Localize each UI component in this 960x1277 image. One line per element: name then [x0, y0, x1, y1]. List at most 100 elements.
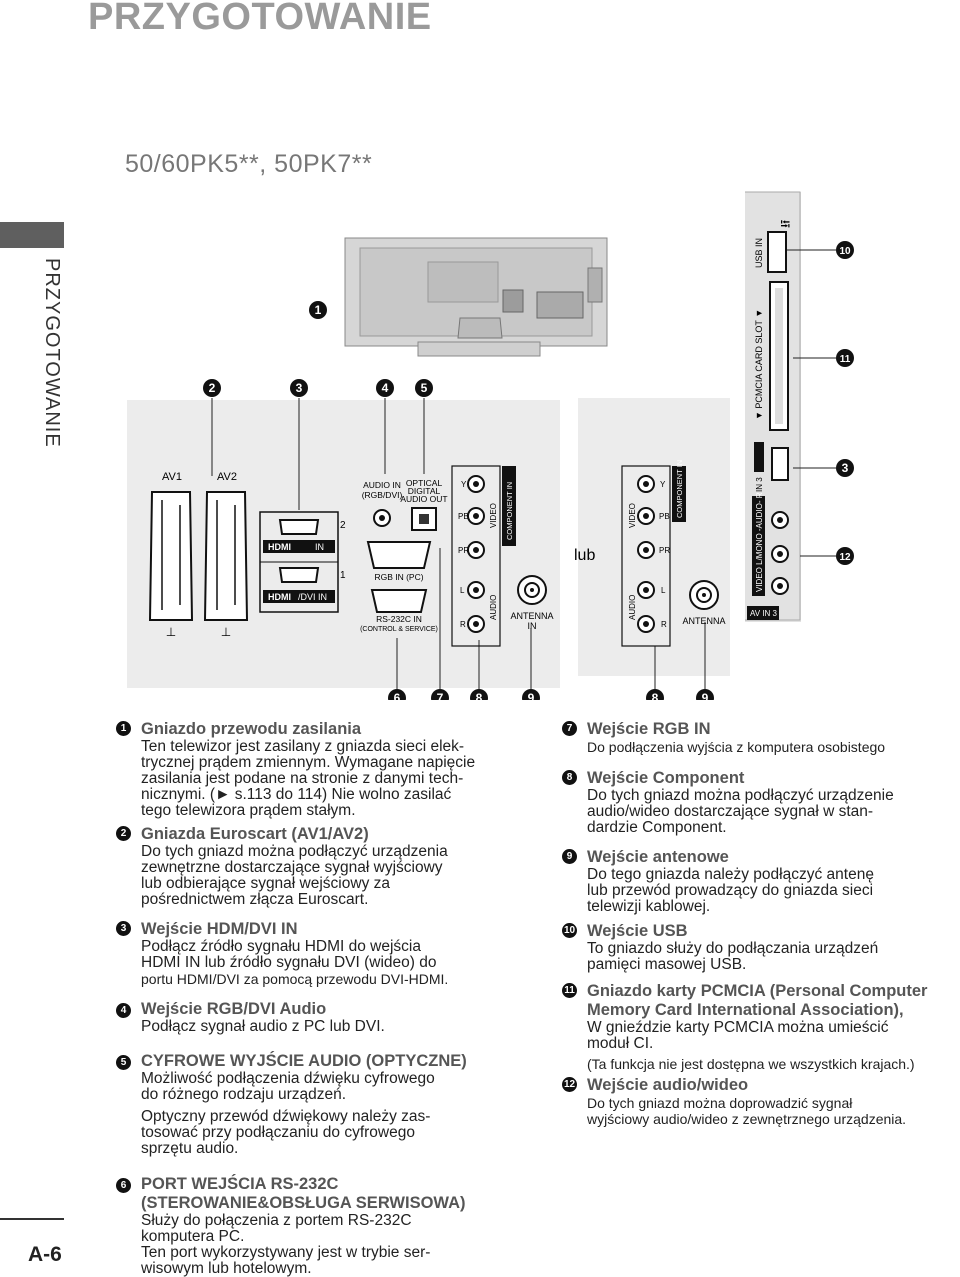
item-4: 4 Wejście RGB/DVI Audio Podłącz sygnał a…	[116, 1000, 526, 1035]
item-3-line: Podłącz źródło sygnału HDMI do wejścia	[141, 938, 421, 955]
callout-5	[415, 379, 433, 397]
item-5: 5 CYFROWE WYJŚCIE AUDIO (OPTYCZNE) Możli…	[116, 1052, 526, 1157]
item-2-title: Gniazda Euroscart (AV1/AV2)	[141, 825, 369, 843]
page-number: A-6	[28, 1243, 62, 1266]
item-5-line: do różnego rodzaju urządzeń.	[141, 1086, 347, 1103]
svg-text:RGB IN (PC): RGB IN (PC)	[374, 572, 423, 582]
svg-text:8: 8	[476, 691, 483, 700]
item-7-line: Do podłączenia wyjścia z komputera osobi…	[587, 739, 886, 755]
pc-connectors: AUDIO IN (RGB/DVI) OPTICAL DIGITAL AUDIO…	[360, 478, 448, 633]
item-1-line: nicznymi. (► s.113 do 114) Nie wolno zas…	[141, 786, 452, 803]
svg-text:VIDEO: VIDEO	[489, 503, 498, 528]
item-11-line: W gnieździe karty PCMCIA można umieścić	[587, 1019, 889, 1036]
callout-4	[376, 379, 394, 397]
item-10: 10 Wejście USB To gniazdo służy do podłą…	[562, 922, 960, 973]
callout-12	[836, 547, 854, 565]
svg-text:8: 8	[652, 691, 659, 700]
item-2-number: 2	[116, 826, 131, 841]
item-5-title: CYFROWE WYJŚCIE AUDIO (OPTYCZNE)	[141, 1052, 467, 1070]
scart-connectors: AV1 AV2 ⊥ ⊥	[148, 471, 249, 639]
item-6-line: Służy do połączenia z portem RS-232C	[141, 1212, 412, 1229]
side-tab-block	[0, 222, 64, 248]
item-11: 11 Gniazdo karty PCMCIA (Personal Comput…	[562, 982, 960, 1072]
item-4-number: 4	[116, 1003, 131, 1018]
callout-9	[522, 689, 540, 700]
svg-text:10: 10	[839, 246, 851, 257]
svg-text:R: R	[460, 620, 466, 629]
svg-text:9: 9	[528, 691, 535, 700]
svg-text:USB IN: USB IN	[754, 238, 764, 268]
svg-text:AUDIO IN: AUDIO IN	[363, 480, 401, 490]
connection-diagram: 1 2 3 4 5 6 7 8 9 10 11 3 12 8 9 AV1 AV2…	[127, 191, 854, 700]
callout-8	[470, 689, 488, 700]
svg-text:Y: Y	[461, 480, 467, 489]
svg-text:HDMI: HDMI	[268, 542, 291, 552]
svg-text:DIGITAL: DIGITAL	[408, 486, 441, 496]
callout-7	[431, 689, 449, 700]
item-3-line: HDMI IN lub źródło sygnału DVI (wideo) d…	[141, 954, 437, 971]
item-8-line: dardzie Component.	[587, 819, 727, 836]
item-1-number: 1	[116, 721, 131, 736]
item-3-title: Wejście HDM/DVI IN	[141, 920, 298, 938]
item-7-title: Wejście RGB IN	[587, 720, 711, 738]
svg-text:R: R	[661, 620, 667, 629]
item-12-line: Do tych gniazd można doprowadzić sygnał	[587, 1095, 853, 1111]
item-6-number: 6	[116, 1178, 131, 1193]
item-8-title: Wejście Component	[587, 769, 745, 787]
item-4-line: Podłącz sygnał audio z PC lub DVI.	[141, 1018, 385, 1035]
side-section-label: PRZYGOTOWANIE	[41, 258, 63, 448]
svg-text:PR: PR	[458, 546, 469, 555]
svg-text:COMPONENT IN: COMPONENT IN	[675, 460, 684, 518]
callout-2	[203, 379, 221, 397]
item-1-line: trycznej prądem zmiennym. Wymagane napię…	[141, 754, 476, 771]
component-block-alt: VIDEO AUDIO Y PB PR L R COMPONENT IN ANT…	[621, 460, 726, 647]
model-heading: 50/60PK5**, 50PK7**	[125, 150, 373, 178]
item-10-number: 10	[562, 923, 577, 938]
item-10-title: Wejście USB	[587, 922, 688, 940]
svg-text:HDMI: HDMI	[268, 592, 291, 602]
item-1-title: Gniazdo przewodu zasilania	[141, 720, 362, 738]
svg-text:⊥: ⊥	[166, 625, 176, 639]
svg-text:▼ PCMCIA CARD SLOT ▼: ▼ PCMCIA CARD SLOT ▼	[754, 309, 764, 420]
item-10-line: To gniazdo służy do podłączania urządzeń	[587, 940, 879, 957]
svg-text:L: L	[460, 586, 465, 595]
item-2: 2 Gniazda Euroscart (AV1/AV2) Do tych gn…	[116, 825, 526, 908]
item-3-line: portu HDMI/DVI za pomocą przewodu DVI-HD…	[141, 971, 449, 987]
item-12-number: 12	[562, 1077, 577, 1092]
item-11-title-2: Memory Card International Association),	[587, 1001, 904, 1019]
svg-text:AV1: AV1	[162, 471, 182, 483]
callout-10	[836, 241, 854, 259]
svg-text:3: 3	[296, 381, 303, 395]
svg-text:4: 4	[382, 381, 389, 395]
svg-text:ANTENNA: ANTENNA	[682, 616, 725, 626]
svg-text:ANTENNA: ANTENNA	[510, 611, 553, 621]
footer-rule	[0, 1218, 64, 1220]
item-11-title: Gniazdo karty PCMCIA (Personal Computer	[587, 982, 928, 1000]
svg-text:(CONTROL & SERVICE): (CONTROL & SERVICE)	[360, 626, 438, 633]
item-5-number: 5	[116, 1055, 131, 1070]
item-8-number: 8	[562, 770, 577, 785]
svg-text:1: 1	[340, 570, 346, 581]
svg-text:IN: IN	[528, 621, 537, 631]
item-5-line: Optyczny przewód dźwiękowy należy zas-	[141, 1108, 431, 1125]
svg-text:AUDIO: AUDIO	[628, 595, 637, 620]
item-1-line: tego telewizora prądem stałym.	[141, 802, 356, 819]
svg-text:AV2: AV2	[217, 471, 237, 483]
svg-text:IN: IN	[315, 542, 324, 552]
svg-text:/DVI IN: /DVI IN	[298, 592, 327, 602]
callout-3b	[836, 459, 854, 477]
svg-text:9: 9	[702, 691, 709, 700]
svg-text:5: 5	[421, 381, 428, 395]
item-9-title: Wejście antenowe	[587, 848, 729, 866]
svg-text:RS-232C IN: RS-232C IN	[376, 614, 422, 624]
item-2-line: lub odbierające sygnał wejściowy za	[141, 875, 390, 892]
svg-text:PB: PB	[458, 512, 469, 521]
item-1: 1 Gniazdo przewodu zasilania Ten telewiz…	[116, 720, 526, 819]
item-6-title-2: (STEROWANIE&OBSŁUGA SERWISOWA)	[141, 1194, 466, 1212]
callout-11	[836, 349, 854, 367]
item-3-number: 3	[116, 921, 131, 936]
item-11-line: moduł CI.	[587, 1035, 654, 1052]
item-5-line: Możliwość podłączenia dźwięku cyfrowego	[141, 1070, 435, 1087]
item-6-title: PORT WEJŚCIA RS-232C	[141, 1175, 339, 1193]
svg-text:2: 2	[209, 381, 216, 395]
